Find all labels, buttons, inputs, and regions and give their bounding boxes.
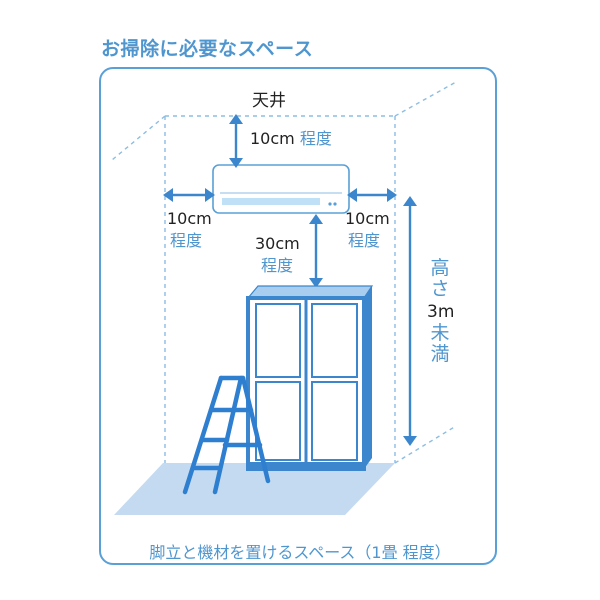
stepladder-icon [182,375,271,495]
height-limit-value: 3m [427,302,455,323]
height-limit-char-1: 高 [430,257,450,279]
diagram-frame [99,67,497,565]
height-limit-char-3: 未 [430,322,450,345]
cabinet-icon [246,285,374,471]
ceiling-label: 天井 [252,91,286,111]
left-clearance-suffix: 程度 [170,231,203,250]
top-clearance-value: 10cm [250,129,295,148]
diagram-title: お掃除に必要なスペース [101,38,314,60]
top-clearance-label: 10cm 程度 [250,131,332,147]
room-wireframe [111,81,457,464]
height-limit-label: 高 さ 3m 未 満 [427,257,455,365]
below-clearance-suffix: 程度 [261,256,294,275]
air-conditioner-icon [212,164,350,214]
dimension-arrows [163,114,417,446]
height-limit-char-2: さ [430,277,450,300]
left-clearance-value: 10cm [167,209,212,228]
floor-space [114,463,395,515]
right-clearance-suffix: 程度 [348,231,381,250]
top-clearance-suffix: 程度 [299,129,332,148]
below-clearance-value: 30cm [255,234,300,253]
footer-caption: 脚立と機材を置けるスペース（1畳 程度） [149,543,451,562]
height-limit-char-4: 満 [430,342,450,365]
right-clearance-value: 10cm [345,209,390,228]
